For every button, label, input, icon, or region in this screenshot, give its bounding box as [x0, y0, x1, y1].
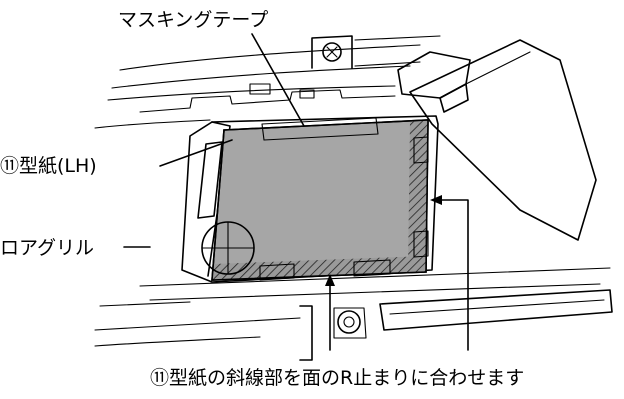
lower-grille-label: ロアグリル [0, 237, 94, 259]
car-body-lines [94, 35, 613, 361]
leader-lines [123, 33, 469, 351]
masking-tape-pieces [259, 117, 429, 281]
instruction-label: ⑪型紙の斜線部を面のR止まりに合わせます [150, 367, 524, 389]
template-lh [201, 119, 429, 281]
masking-tape-label: マスキングテープ [118, 9, 268, 31]
template-lh-label: ⑪型紙(LH) [0, 155, 97, 177]
side-panel [397, 39, 597, 241]
